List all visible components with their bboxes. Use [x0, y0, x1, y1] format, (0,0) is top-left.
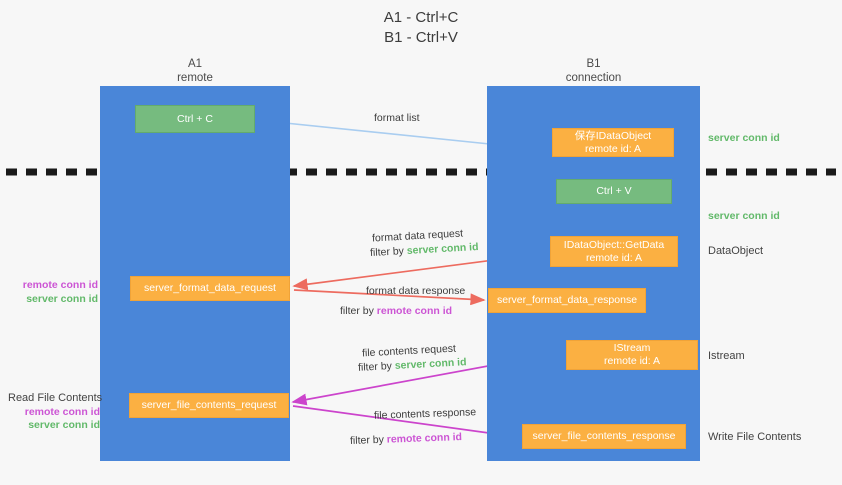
filter-prefix: filter by — [369, 244, 408, 260]
label-write-file-contents: Write File Contents — [708, 431, 802, 443]
node-store-idataobject-label: 保存IDataObject — [574, 129, 652, 142]
node-server-file-contents-response-label: server_file_contents_response — [532, 430, 676, 442]
label-group-read-file-contents: Read File Contents remote conn id server… — [8, 392, 103, 433]
label-remote-conn-id-b: remote conn id — [24, 405, 100, 418]
node-istream-sub: remote id: A — [603, 355, 661, 367]
arrow-label-format-data-response-filter: filter by remote conn id — [340, 304, 452, 318]
node-server-file-contents-response[interactable]: server_file_contents_response — [522, 424, 686, 449]
node-ctrl-v-label: Ctrl + V — [596, 185, 632, 197]
node-ctrl-v[interactable]: Ctrl + V — [556, 179, 672, 204]
title-line-2: B1 - Ctrl+V — [384, 29, 458, 46]
arrow-file-contents-response — [292, 405, 520, 442]
node-server-file-contents-request[interactable]: server_file_contents_request — [129, 393, 289, 418]
arrow-format-data-response — [293, 289, 486, 306]
node-store-idataobject-sub: remote id: A — [584, 142, 642, 155]
lane-header-a1: A1 remote — [100, 57, 290, 85]
label-istream: Istream — [708, 350, 745, 362]
lane-a1-subtitle: remote — [177, 72, 213, 84]
filter-key-remote-conn-id: remote conn id — [386, 431, 463, 446]
label-group-conn-ids-upper: remote conn id server conn id — [10, 279, 98, 306]
lane-header-b1: B1 connection — [487, 57, 700, 85]
arrow-label-format-list: format list — [374, 112, 420, 124]
node-server-format-data-response[interactable]: server_format_data_response — [488, 288, 646, 313]
node-server-format-data-response-label: server_format_data_response — [496, 294, 638, 306]
filter-prefix: filter by — [357, 359, 396, 374]
filter-prefix: filter by — [340, 305, 377, 317]
lane-b1-name: B1 — [586, 58, 601, 70]
label-remote-conn-id-a: remote conn id — [22, 279, 98, 291]
label-server-conn-id-mid: server conn id — [708, 210, 780, 222]
node-istream-label: IStream — [613, 342, 651, 354]
node-server-format-data-request[interactable]: server_format_data_request — [130, 276, 290, 301]
filter-key-remote-conn-id: remote conn id — [376, 305, 453, 317]
lane-b1-subtitle: connection — [565, 72, 622, 84]
page-title: A1 - Ctrl+C B1 - Ctrl+V — [0, 8, 842, 48]
label-dataobject: DataObject — [708, 245, 764, 257]
filter-key-server-conn-id: server conn id — [406, 240, 479, 257]
label-server-conn-id-a: server conn id — [26, 292, 98, 305]
title-line-1: A1 - Ctrl+C — [383, 9, 459, 26]
node-ctrl-c[interactable]: Ctrl + C — [135, 105, 255, 133]
label-server-conn-id-b: server conn id — [28, 419, 100, 431]
lane-a1-name: A1 — [187, 58, 203, 70]
filter-key-server-conn-id: server conn id — [394, 356, 467, 372]
node-idataobject-getdata[interactable]: IDataObject::GetData remote id: A — [550, 236, 678, 267]
node-idataobject-getdata-sub: remote id: A — [585, 251, 643, 264]
node-store-idataobject[interactable]: 保存IDataObject remote id: A — [552, 128, 674, 157]
node-server-format-data-request-label: server_format_data_request — [144, 282, 276, 294]
node-ctrl-c-label: Ctrl + C — [177, 112, 213, 125]
node-idataobject-getdata-label: IDataObject::GetData — [563, 238, 665, 251]
node-server-file-contents-request-label: server_file_contents_request — [141, 399, 277, 411]
label-server-conn-id-top: server conn id — [708, 132, 780, 144]
node-istream[interactable]: IStream remote id: A — [566, 340, 698, 370]
label-read-file-contents: Read File Contents — [8, 392, 103, 404]
filter-prefix: filter by — [349, 433, 387, 447]
arrow-label-format-data-response: format data response — [366, 285, 466, 297]
